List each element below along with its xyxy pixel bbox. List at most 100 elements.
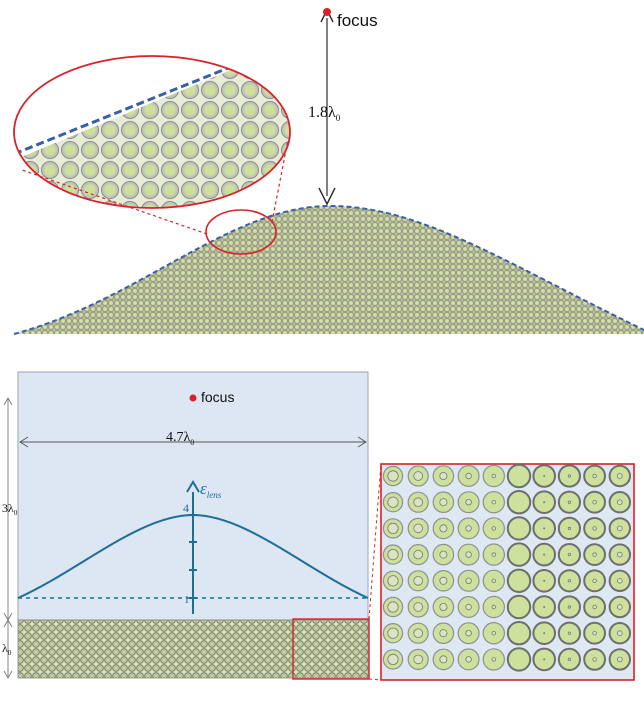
unit-cell-hole	[491, 526, 496, 531]
unit-cell-hole	[567, 657, 572, 662]
metamaterial-slab	[17, 619, 369, 679]
permittivity-axis-arrow	[186, 480, 200, 493]
slab-zoom-connector-top	[368, 463, 382, 620]
slab-zoom-connector-bottom	[368, 678, 382, 681]
height-label-lower: λ0	[2, 641, 12, 657]
unit-cell	[506, 594, 532, 620]
unit-cell-hole	[413, 602, 424, 612]
height-label-lower-sub: 0	[8, 649, 12, 657]
unit-cell-hole	[616, 604, 623, 610]
unit-cell-hole	[387, 496, 399, 508]
unit-cell-hole	[491, 473, 496, 479]
unit-cell-hole	[567, 579, 572, 583]
unit-cell-hole	[491, 552, 496, 557]
unit-cell	[506, 568, 532, 593]
axis-label: εlens	[200, 479, 222, 500]
unit-cell-hole	[465, 630, 472, 637]
zoom-lens-fill	[14, 58, 290, 208]
unit-cell-hole	[592, 631, 597, 636]
unit-cell-hole	[491, 604, 496, 610]
unit-cell-hole	[491, 631, 496, 636]
zoom-connector-left	[21, 169, 208, 235]
unit-cell-hole	[543, 658, 546, 661]
focus-label-bottom: focus	[201, 389, 234, 405]
unit-cell-hole	[387, 470, 399, 482]
unit-cell-hole	[616, 473, 623, 479]
distance-label: 1.8λ0	[308, 104, 341, 123]
unit-cell-hole	[616, 577, 623, 584]
width-label: 4.7λ0	[166, 430, 194, 447]
unit-cell-hole	[543, 527, 546, 530]
unit-cell-hole	[413, 549, 424, 560]
unit-cell-hole	[439, 498, 448, 507]
unit-cell-hole	[616, 551, 623, 558]
height-label-upper: 3λ0	[2, 501, 18, 517]
unit-cell-hole	[543, 606, 546, 609]
lens-body	[14, 206, 644, 334]
unit-cell-hole	[465, 577, 472, 584]
unit-cell-hole	[439, 655, 448, 664]
unit-cell-hole	[413, 628, 424, 638]
unit-cell-hole	[543, 474, 546, 477]
unit-cell-hole	[592, 500, 597, 505]
distance-label-main: 1.8λ	[308, 104, 336, 121]
unit-cell-hole	[567, 500, 572, 504]
zoom-ellipse-small	[205, 209, 277, 255]
unit-cell-hole	[465, 551, 472, 558]
unit-cell-hole	[465, 499, 472, 506]
focus-label: focus	[337, 11, 378, 30]
height-arrow-bottom	[3, 670, 13, 679]
unit-cell-hole	[413, 471, 424, 481]
bottom-panel: focus 4.7λ0 3λ0 λ0 4 1 εlens	[2, 371, 635, 681]
distance-label-sub: 0	[336, 113, 341, 123]
width-arrow-right	[357, 436, 367, 448]
unit-cell-hole	[592, 578, 597, 583]
unit-cell-hole	[592, 552, 597, 557]
unit-cell-hole	[413, 523, 424, 534]
axis-label-main: ε	[200, 479, 207, 498]
unit-cell-hole	[616, 525, 623, 532]
unit-cell	[506, 463, 532, 489]
unit-cell-hole	[567, 552, 572, 557]
height-arrow-mid-lower	[3, 619, 13, 628]
unit-cell-hole	[465, 472, 472, 480]
unit-cell-hole	[491, 500, 496, 505]
unit-cell-hole	[567, 526, 572, 531]
axis-min-tick-label: 1	[184, 594, 190, 606]
top-panel: focus 1.8λ0	[13, 8, 644, 335]
unit-cell-hole	[491, 657, 496, 662]
zoom-ellipse-large	[13, 55, 291, 209]
unit-cell-hole	[387, 601, 399, 613]
zoom-connector-right	[271, 139, 289, 223]
unit-cell-hole	[413, 654, 424, 665]
height-label-lower-main: λ	[2, 641, 8, 655]
unit-cell-hole	[543, 632, 546, 635]
unit-cell-hole	[592, 526, 597, 531]
unit-cell-hole	[567, 631, 572, 635]
unit-cell-hole	[439, 524, 448, 533]
height-label-upper-main: 3λ	[2, 501, 14, 515]
unit-cell-hole	[543, 579, 546, 582]
unit-cell-hole	[413, 575, 424, 586]
unit-cell	[506, 621, 532, 646]
height-label-upper-sub: 0	[14, 509, 18, 517]
unit-cell-hole	[439, 550, 448, 559]
axis-max-tick-label: 4	[183, 501, 189, 515]
unit-cell-hole	[387, 575, 399, 587]
unit-cell	[506, 490, 532, 515]
unit-cell-hole	[465, 525, 472, 532]
unit-cell-grid	[382, 463, 631, 672]
unit-cell	[506, 516, 532, 541]
unit-cell-hole	[465, 603, 472, 611]
unit-cell-hole	[439, 471, 448, 480]
width-label-sub: 0	[190, 438, 194, 447]
unit-cell-hole	[387, 653, 399, 666]
unit-cell-hole	[567, 474, 572, 478]
unit-cell-hole	[567, 605, 572, 609]
slab-zoom-frame	[292, 618, 370, 680]
zoom-boundary	[14, 56, 259, 156]
unit-cell-hole	[543, 553, 546, 556]
distance-arrow-head-down	[318, 187, 336, 206]
focus-dot	[323, 8, 331, 16]
